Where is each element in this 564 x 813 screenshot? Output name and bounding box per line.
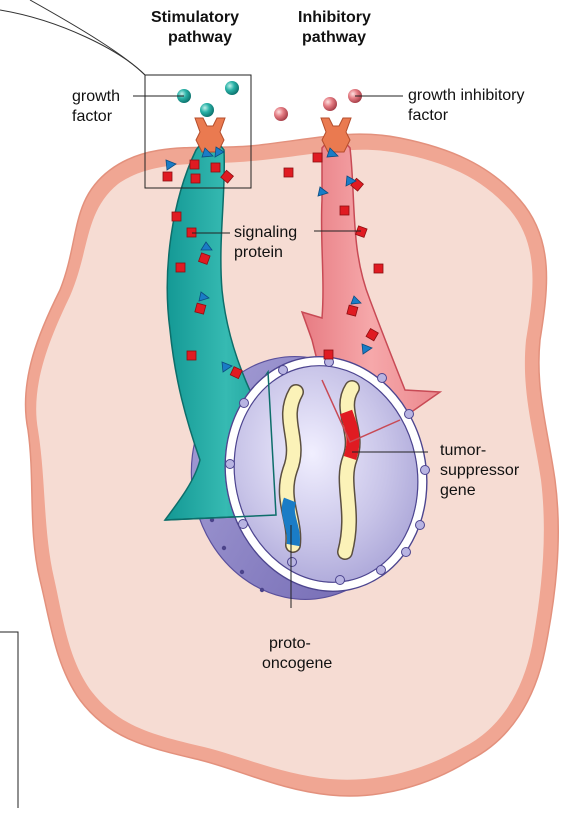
tumor-suppressor-label-line1: tumor- [440, 441, 486, 460]
signaling-protein-label-line1: signaling [234, 223, 297, 242]
growth-factor-label-line2: factor [72, 107, 112, 126]
growth-inhibitory-label-line2: factor [408, 106, 448, 125]
inhibitory-factor-molecule [323, 97, 337, 111]
inhibitory-header-line2: pathway [302, 28, 366, 47]
inhibitory-header-line1: Inhibitory [298, 8, 371, 27]
growth-factor-molecule [225, 81, 239, 95]
inset-box-partial [0, 632, 18, 808]
stimulatory-receptor [195, 118, 225, 152]
inhibitory-receptor [321, 118, 351, 152]
tumor-suppressor-label-line2: suppressor [440, 461, 519, 480]
growth-factor-label-line1: growth [72, 87, 120, 106]
inhibitory-factor-molecule [274, 107, 288, 121]
stimulatory-header-line1: Stimulatory [151, 8, 239, 27]
stimulatory-header-line2: pathway [168, 28, 232, 47]
proto-oncogene-label-line2: oncogene [262, 654, 332, 673]
growth-factor-molecule [200, 103, 214, 117]
proto-oncogene-label-line1: proto- [269, 634, 311, 653]
signaling-protein-label-line2: protein [234, 243, 283, 262]
growth-inhibitory-label-line1: growth inhibitory [408, 86, 525, 105]
callout-curve [0, 10, 145, 75]
tumor-suppressor-label-line3: gene [440, 481, 476, 500]
